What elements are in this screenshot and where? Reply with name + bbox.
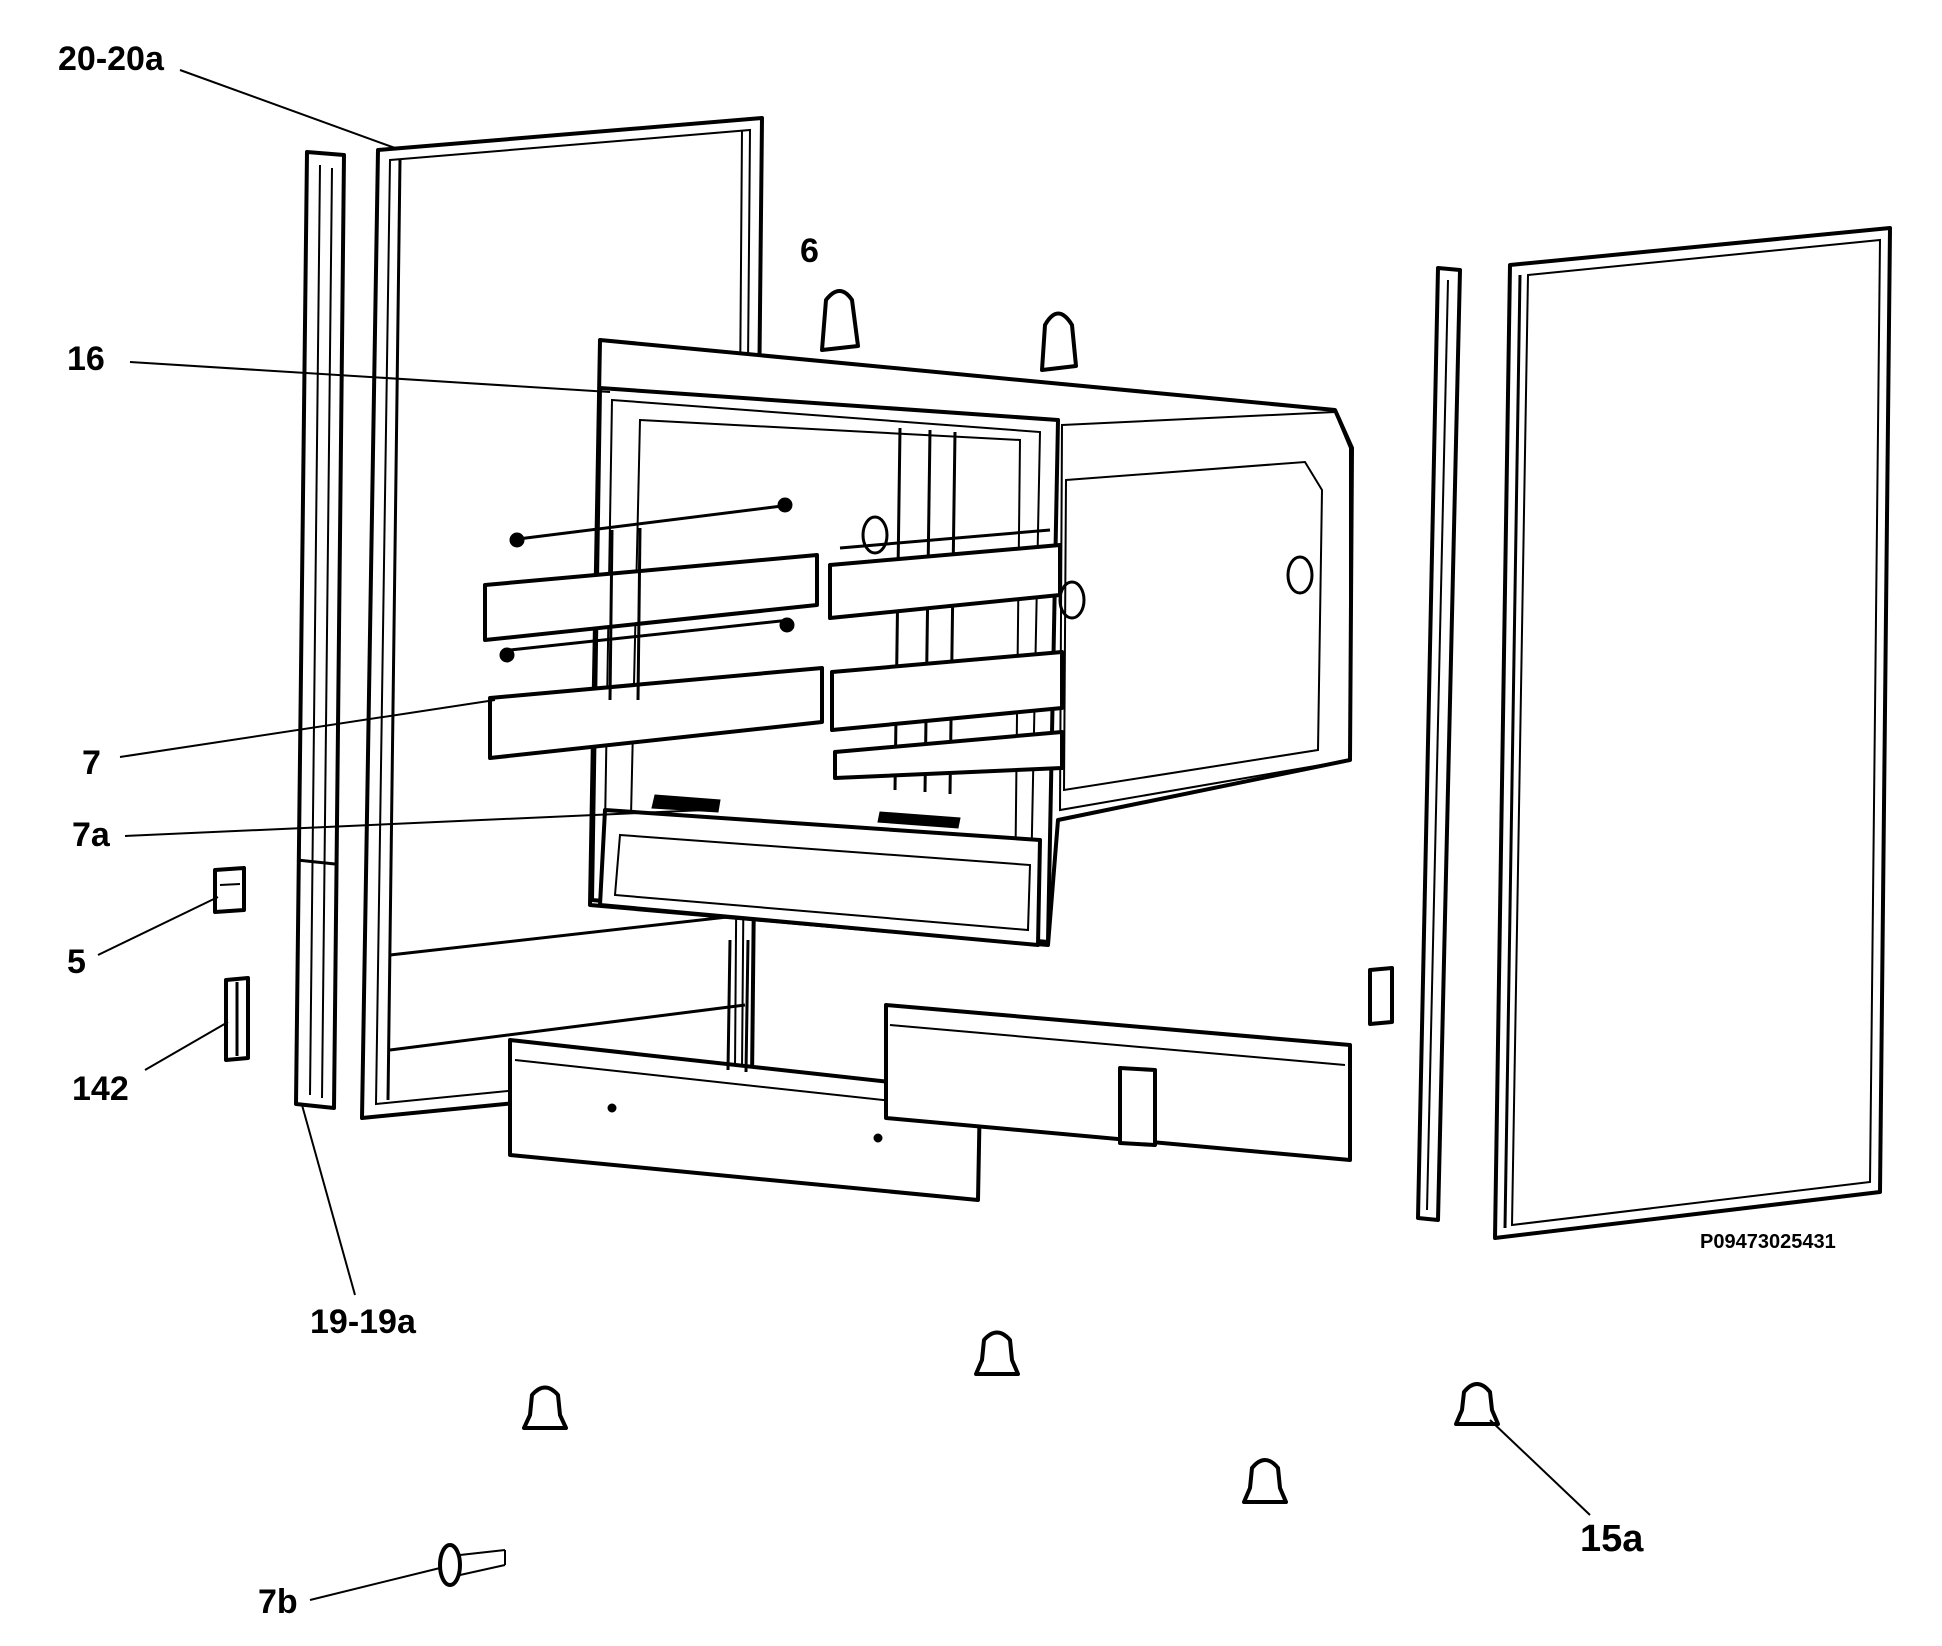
- part-top-pegs: [820, 289, 1078, 372]
- part-rack-rails: [483, 497, 1064, 829]
- label-5: 5: [67, 943, 86, 981]
- diagram-code: P09473025431: [1700, 1231, 1836, 1253]
- label-7b: 7b: [258, 1583, 298, 1621]
- label-6: 6: [800, 232, 819, 270]
- label-7a: 7a: [72, 816, 110, 854]
- part-cap-7b: [438, 1543, 506, 1587]
- label-20-20a: 20-20a: [58, 40, 164, 78]
- label-16: 16: [67, 340, 105, 378]
- label-142: 142: [72, 1070, 129, 1108]
- label-15a: 15a: [1580, 1518, 1644, 1560]
- part-right-side-panel: [1493, 226, 1892, 1240]
- label-7: 7: [82, 744, 101, 782]
- part-main-chassis: [588, 338, 1354, 947]
- part-plinth-boards: [508, 939, 1352, 1202]
- part-leveling-feet: [522, 1330, 1500, 1504]
- part-side-rail-right: [1416, 266, 1462, 1222]
- leader-lines: [97, 69, 1591, 1601]
- part-brackets: [213, 866, 1394, 1062]
- label-19-19a: 19-19a: [310, 1303, 416, 1341]
- part-side-rail-left: [294, 150, 346, 1110]
